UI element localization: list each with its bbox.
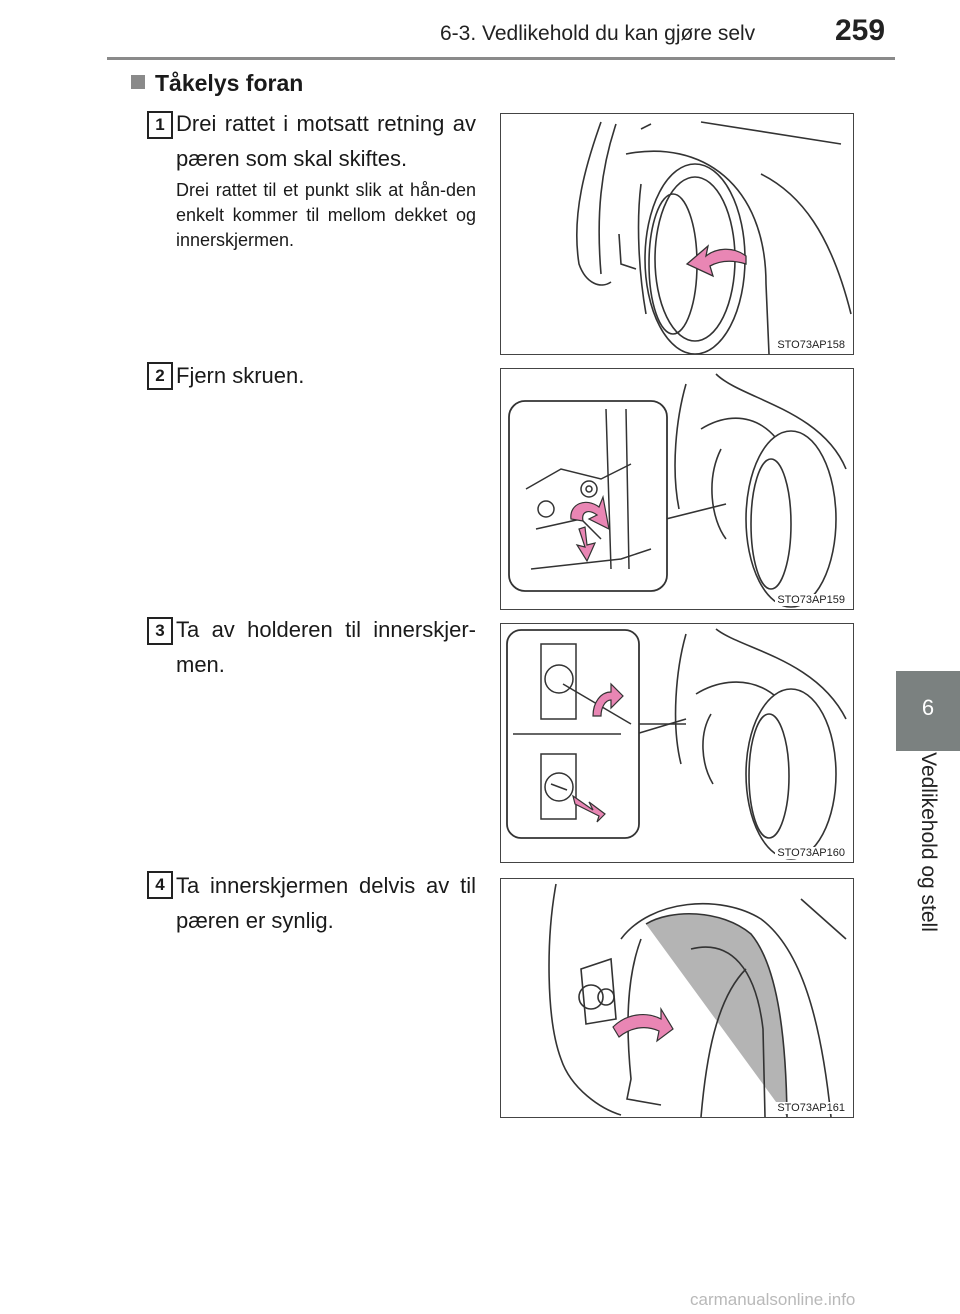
watermark: carmanualsonline.info <box>690 1290 856 1309</box>
wheel-turn-illustration <box>576 121 852 354</box>
step-text-2: Fjern skruen. <box>176 363 305 388</box>
figure-step-3: STO73AP160 <box>500 623 854 863</box>
figure-code-4: STO73AP161 <box>775 1102 847 1114</box>
chapter-title: 6-3. Vedlikehold du kan gjøre selv <box>440 22 756 45</box>
page-header: 6-3. Vedlikehold du kan gjøre selv 259 <box>0 0 960 60</box>
chapter-tab: 6 <box>896 671 960 751</box>
heading-square-icon <box>131 75 145 89</box>
figure-step-2: STO73AP159 <box>500 368 854 610</box>
step-text-4: Ta innerskjermen delvis av til pæren er … <box>176 873 476 933</box>
page-number: 259 <box>835 14 886 47</box>
chapter-side-label: Vedlikehold og stell <box>917 752 940 932</box>
step-text-1: Drei rattet i motsatt retning av pæren s… <box>176 111 476 171</box>
figure-step-4: STO73AP161 <box>500 878 854 1118</box>
holder-removal-illustration <box>506 628 847 860</box>
section-heading-text: Tåkelys foran <box>155 70 304 96</box>
step-subtext-1: Drei rattet til et punkt slik at hån-den… <box>176 180 476 250</box>
section-heading: Tåkelys foran <box>131 70 303 97</box>
screw-removal-illustration <box>508 373 847 608</box>
chapter-tab-number: 6 <box>921 695 935 720</box>
step-number-1: 1 <box>147 111 173 139</box>
figure-code-1: STO73AP158 <box>775 339 847 351</box>
inner-fender-illustration <box>548 883 847 1117</box>
figure-step-1: STO73AP158 <box>500 113 854 355</box>
step-number-3: 3 <box>147 617 173 645</box>
step-text-3: Ta av holderen til innerskjer-men. <box>176 617 476 677</box>
figure-code-3: STO73AP160 <box>775 847 847 859</box>
figure-code-2: STO73AP159 <box>775 594 847 606</box>
step-number-4: 4 <box>147 871 173 899</box>
step-number-2: 2 <box>147 362 173 390</box>
header-rule <box>107 57 895 60</box>
